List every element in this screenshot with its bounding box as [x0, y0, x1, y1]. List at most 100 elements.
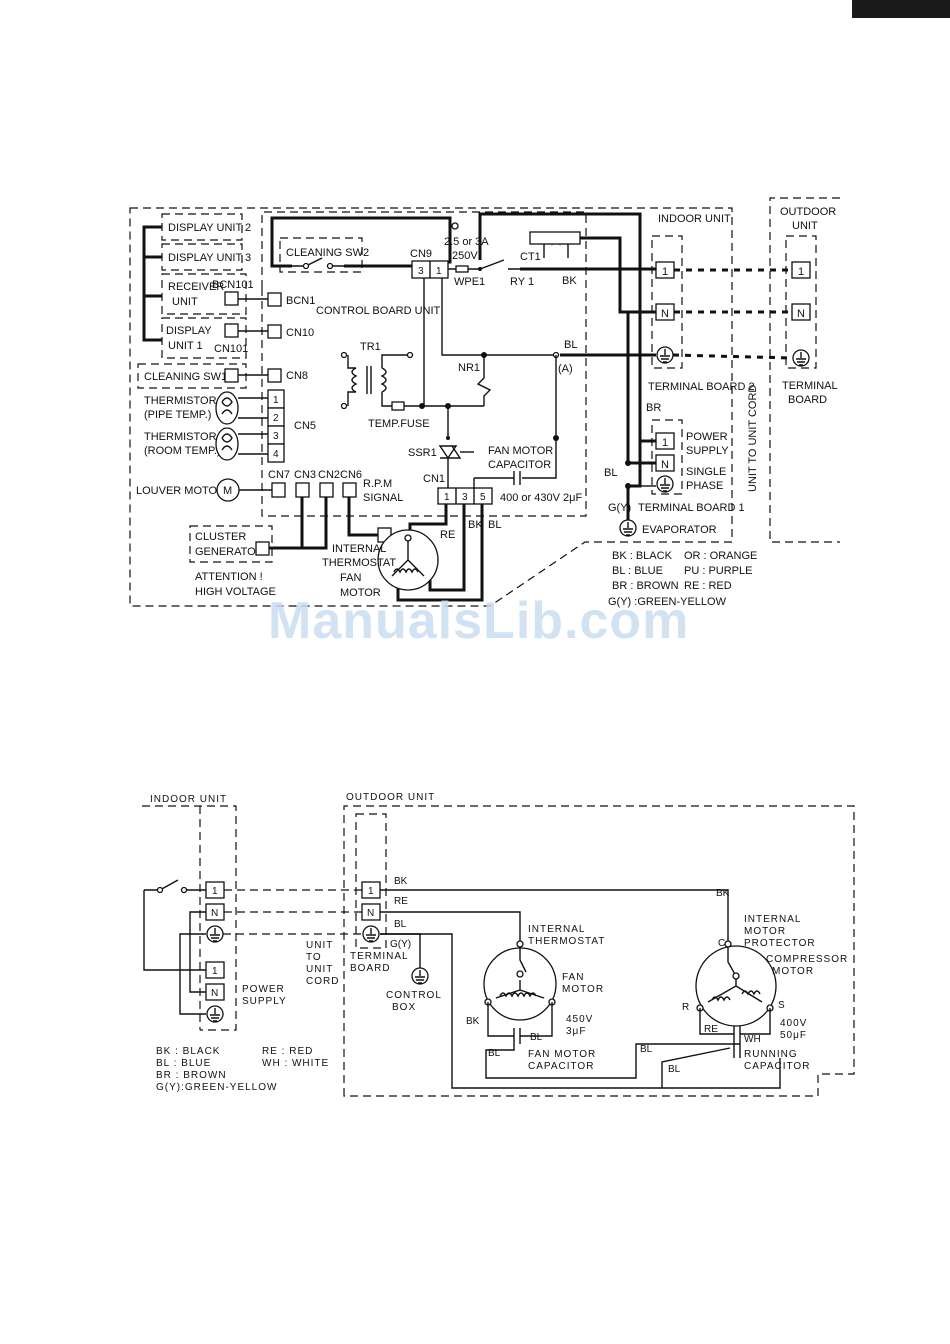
svg-text:PROTECTOR: PROTECTOR: [744, 938, 816, 949]
bl-label-a: BL: [564, 339, 577, 351]
cn1-label: CN1: [423, 473, 445, 485]
svg-text:BOARD: BOARD: [350, 963, 391, 974]
svg-text:C: C: [718, 938, 725, 949]
power-supply-label-2: POWER: [242, 984, 285, 995]
svg-text:N: N: [211, 988, 218, 999]
svg-text:BL: BL: [640, 1044, 653, 1055]
svg-text:THERMOSTAT: THERMOSTAT: [322, 557, 396, 569]
cluster-generator-label: CLUSTER: [195, 531, 246, 543]
cn2-connector: [319, 482, 334, 498]
svg-text:N: N: [797, 308, 805, 320]
outdoor-tb-terminal-n: [791, 303, 811, 321]
bcn1-connector: [267, 292, 282, 307]
thermistor-pipe-icon: [215, 391, 239, 425]
svg-text:TO: TO: [306, 952, 322, 963]
svg-text:RE: RE: [394, 896, 408, 907]
thermistor-room-label: THERMISTOR: [144, 431, 217, 443]
cleaning-sw2-box: [279, 237, 363, 273]
svg-text:UNIT 1: UNIT 1: [168, 340, 203, 352]
terminal-board-1-label: TERMINAL BOARD 1: [638, 502, 745, 514]
tb1-terminal-1: [655, 432, 675, 450]
wpe1-label: WPE1: [454, 276, 485, 288]
point-a-label: (A): [558, 363, 573, 375]
manualslib-watermark: ManualsLib.com: [268, 592, 689, 650]
internal-thermostat-fan-motor-label: INTERNAL: [332, 543, 386, 555]
svg-text:1: 1: [212, 966, 218, 977]
cleaning-sw1-box: [137, 363, 247, 389]
svg-text:SIGNAL: SIGNAL: [363, 492, 403, 504]
svg-text:RE : RED: RE : RED: [262, 1046, 313, 1057]
fan-motor-capacitor-label: FAN MOTOR: [488, 445, 553, 457]
cn5-label: CN5: [294, 420, 316, 432]
svg-text:5: 5: [480, 492, 486, 503]
svg-text:BOARD: BOARD: [788, 394, 827, 406]
svg-text:G(Y): G(Y): [390, 939, 411, 950]
svg-text:MOTOR: MOTOR: [562, 984, 604, 995]
svg-text:1: 1: [368, 886, 374, 897]
nr1-symbol: [476, 355, 492, 406]
svg-text:PU : PURPLE: PU : PURPLE: [684, 565, 752, 577]
svg-text:UNIT: UNIT: [306, 964, 333, 975]
fan-motor-capacitor-label-2: FAN MOTOR: [528, 1049, 596, 1060]
cn6-label: CN6: [340, 469, 362, 481]
running-cap-rating-label: 400V: [780, 1018, 807, 1029]
outdoor-unit-boundary: [769, 197, 840, 543]
wpe1-fuse: [455, 265, 469, 273]
svg-text:CAPACITOR: CAPACITOR: [744, 1061, 810, 1072]
cn1-bl-label: BL: [488, 519, 501, 531]
cn3-label: CN3: [294, 469, 316, 481]
control-box-label: CONTROL: [386, 990, 442, 1001]
svg-text:BK: BK: [466, 1016, 480, 1027]
svg-text:RE: RE: [704, 1024, 718, 1035]
cn8-connector: [267, 368, 282, 383]
fan-cap-rating-label-2: 450V: [566, 1014, 593, 1025]
svg-text:S: S: [778, 1000, 785, 1011]
nr1-label: NR1: [458, 362, 480, 374]
unit-to-unit-cord-label: UNIT TO UNIT CORD: [747, 385, 759, 492]
cn1-re-label: RE: [440, 529, 455, 541]
cn2-label: CN2: [318, 469, 340, 481]
svg-text:BL: BL: [394, 919, 407, 930]
ct1-bk-label: BK: [562, 275, 577, 287]
svg-text:BK: BK: [394, 876, 408, 887]
outdoor-tb-terminal-1: [791, 261, 811, 279]
svg-text:(ROOM TEMP.): (ROOM TEMP.): [144, 445, 221, 457]
svg-text:GENERATOR: GENERATOR: [195, 546, 264, 558]
temp-fuse: [391, 401, 405, 411]
outdoor-unit-boundary-2: [343, 805, 855, 1097]
cn1-bk-label: BK: [468, 519, 483, 531]
cn6-connector: [342, 482, 357, 498]
gy-label: G(Y): [608, 502, 631, 514]
svg-text:1: 1: [444, 492, 450, 503]
svg-text:OR : ORANGE: OR : ORANGE: [684, 550, 757, 562]
control-board-boundary: [261, 211, 587, 517]
receiver-unit-label: RECEIVER: [168, 281, 224, 293]
thermistor-room-icon: [215, 427, 239, 461]
svg-text:BOX: BOX: [392, 1002, 416, 1013]
fan-motor-capacitor-symbol-2: [513, 1028, 521, 1044]
svg-text:R: R: [682, 1002, 689, 1013]
svg-text:SINGLE: SINGLE: [686, 466, 726, 478]
br-label: BR: [646, 402, 661, 414]
svg-text:BL : BLUE: BL : BLUE: [612, 565, 663, 577]
svg-text:2: 2: [273, 413, 279, 424]
svg-text:1: 1: [662, 266, 668, 278]
svg-text:BL: BL: [488, 1048, 501, 1059]
indoor-unit-boundary-2: [142, 805, 237, 1031]
tr1-primary: [351, 367, 358, 393]
outdoor-unit-label: OUTDOOR: [780, 206, 836, 218]
svg-text:250V: 250V: [452, 250, 478, 262]
ry1-label: RY 1: [510, 276, 534, 288]
fuse-rating-label: 2.5 or 3A: [444, 236, 489, 248]
svg-text:50μF: 50μF: [780, 1030, 807, 1041]
tr1-label: TR1: [360, 341, 381, 353]
svg-text:N: N: [211, 908, 218, 919]
svg-text:CAPACITOR: CAPACITOR: [528, 1061, 594, 1072]
color-legend-1: BK : BLACK BL : BLUE BR : BROWN G(Y) :GR…: [608, 550, 757, 608]
compressor-motor-label: COMPRESSOR: [766, 954, 848, 965]
cn10-connector: [267, 324, 282, 339]
internal-thermostat-label-2: INTERNAL: [528, 924, 585, 935]
cn8-label: CN8: [286, 370, 308, 382]
svg-text:G(Y) :GREEN-YELLOW: G(Y) :GREEN-YELLOW: [608, 596, 727, 608]
cn5-connector: 1 2 3 4: [267, 389, 285, 463]
